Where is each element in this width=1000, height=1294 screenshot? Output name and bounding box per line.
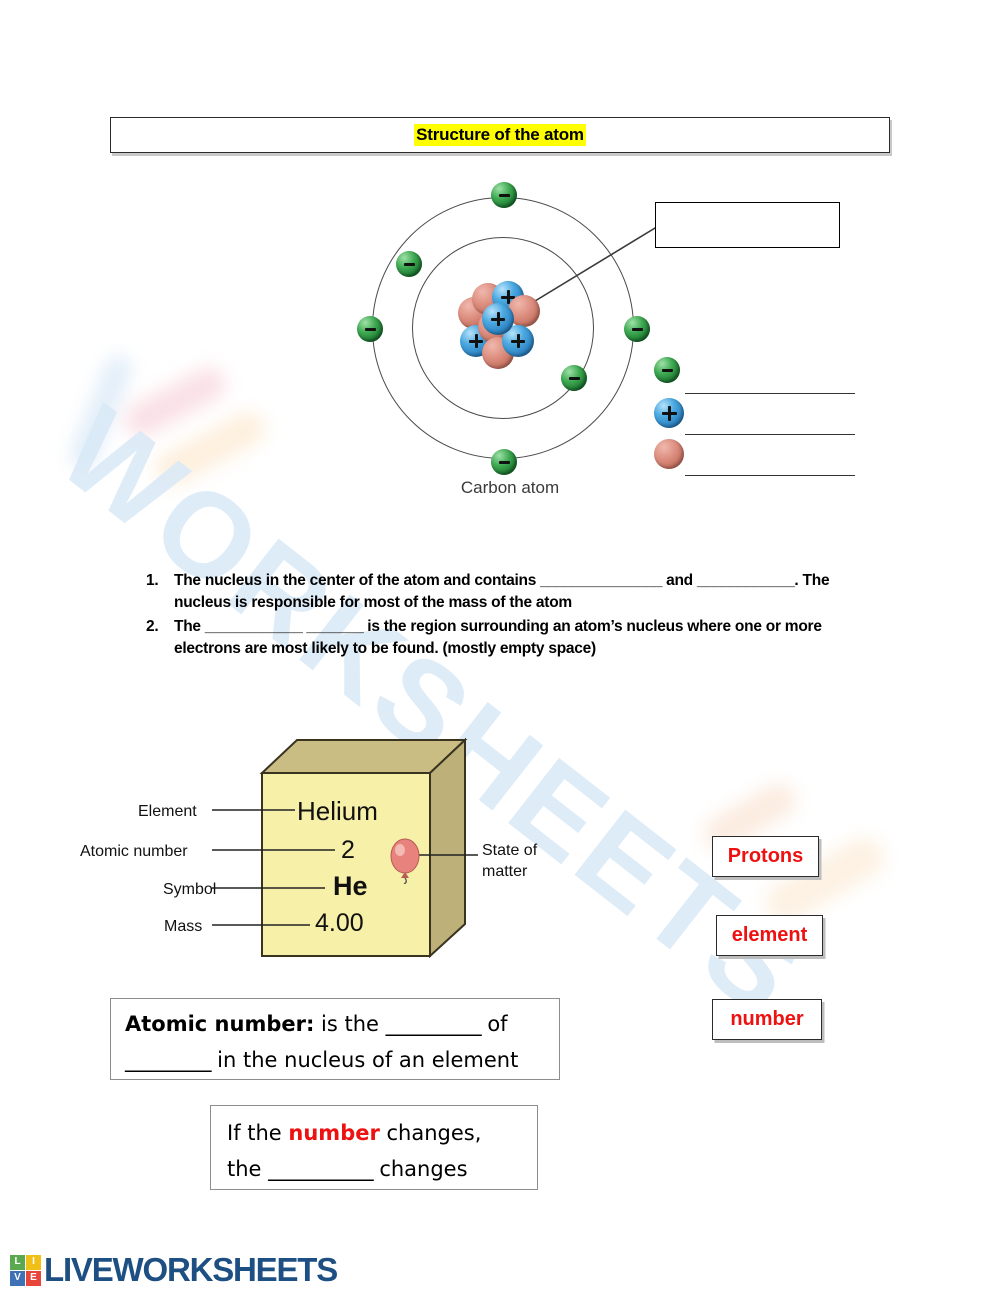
electron-icon (491, 182, 517, 208)
cube-label-element: Element (138, 803, 197, 820)
electron-icon (624, 316, 650, 342)
question-item: 2. The ____________ _______ is the regio… (146, 616, 886, 660)
liveworksheets-logo[interactable]: L I V E LIVEWORKSHEETS (10, 1251, 338, 1289)
element-symbol-value: He (333, 871, 368, 901)
if-line2-lead: the (227, 1157, 269, 1181)
cube-label-symbol: Symbol (163, 881, 217, 898)
nucleus-cluster (456, 281, 550, 375)
question-item: 1. The nucleus in the center of the atom… (146, 570, 886, 614)
atomic-number-value: 2 (341, 836, 355, 864)
if-blank[interactable]: ___________ (268, 1157, 373, 1181)
question-blank[interactable]: ____________ (204, 618, 303, 635)
atomic-number-term: Atomic number: (125, 1012, 315, 1036)
if-lead-text: If the (227, 1121, 289, 1145)
definition-blank-2[interactable]: _________ (125, 1048, 211, 1072)
word-bank-protons[interactable]: Protons (712, 836, 819, 877)
if-number-changes-box: If the number changes, the ___________ c… (210, 1105, 538, 1190)
carbon-atom-caption: Carbon atom (460, 478, 560, 497)
proton-answer-line[interactable] (685, 434, 855, 435)
state-line-2: matter (482, 863, 528, 880)
watermark-blob (66, 351, 136, 473)
neutron-answer-line[interactable] (685, 475, 855, 476)
if-mid-text: changes, (379, 1121, 482, 1145)
definition-text: in the nucleus of an element (210, 1048, 519, 1072)
question-text-part: is the region surrounding an atom’s nucl… (174, 618, 822, 657)
logo-wordmark: LIVEWORKSHEETS (44, 1251, 338, 1288)
legend-row-proton (650, 396, 865, 437)
element-cube-diagram: Element Atomic number Symbol Mass State … (80, 728, 590, 973)
definition-text: of (480, 1012, 508, 1036)
watermark-blob (149, 405, 271, 493)
carbon-atom-diagram (357, 182, 660, 485)
question-text-part: The nucleus in the center of the atom an… (174, 572, 541, 589)
neutron-icon (654, 439, 684, 469)
question-blank[interactable]: ____________ (696, 572, 795, 589)
question-blank[interactable]: _______________ (540, 572, 663, 589)
page-title: Structure of the atom (414, 124, 586, 146)
question-number: 1. (146, 572, 159, 589)
question-text-part: and (662, 572, 697, 589)
definition-line-2: _________ in the nucleus of an element (125, 1042, 545, 1078)
cube-shape (212, 737, 478, 959)
cube-label-mass: Mass (164, 918, 203, 935)
legend-row-neutron (650, 437, 865, 478)
question-text: The nucleus in the center of the atom an… (174, 570, 886, 614)
nucleus-answer-input[interactable] (655, 202, 840, 248)
proton-icon (482, 303, 514, 335)
state-line-1: State of (482, 842, 538, 859)
atomic-number-definition-box: Atomic number: is the __________ of ____… (110, 998, 560, 1080)
question-blank[interactable]: _______ (306, 618, 364, 635)
worksheet-title-box: Structure of the atom (110, 117, 890, 153)
inner-electron-shell (412, 237, 594, 419)
question-number: 2. (146, 618, 159, 635)
question-list: 1. The nucleus in the center of the atom… (146, 570, 886, 662)
logo-tile-v: V (10, 1270, 25, 1286)
definition-blank-1[interactable]: __________ (385, 1012, 482, 1036)
question-text: The ____________ _______ is the region s… (174, 616, 886, 660)
word-bank-element[interactable]: element (716, 915, 823, 956)
proton-icon (654, 398, 684, 428)
element-name-value: Helium (297, 796, 378, 826)
electron-answer-line[interactable] (685, 393, 855, 394)
electron-icon (561, 365, 587, 391)
logo-tile-e: E (26, 1270, 41, 1286)
particle-key-legend (650, 355, 865, 478)
word-bank-number[interactable]: number (712, 999, 822, 1040)
logo-tile-l: L (10, 1254, 25, 1270)
if-line-2: the ___________ changes (227, 1151, 521, 1187)
electron-icon (396, 251, 422, 277)
cube-label-state-of-matter: State of matter (482, 840, 567, 882)
balloon-icon (390, 838, 420, 884)
electron-icon (654, 357, 680, 383)
question-text-part: The (174, 618, 205, 635)
question-text-part: . The nucleus is responsible for most of… (174, 572, 830, 611)
electron-icon (357, 316, 383, 342)
logo-tiles: L I V E (10, 1254, 41, 1286)
definition-text: is the (314, 1012, 386, 1036)
legend-row-electron (650, 355, 865, 396)
atomic-mass-value: 4.00 (315, 909, 364, 937)
logo-tile-i: I (26, 1254, 41, 1270)
if-red-word: number (288, 1121, 380, 1145)
electron-icon (491, 449, 517, 475)
watermark-blob (118, 361, 232, 443)
cube-label-atomic-number: Atomic number (80, 843, 188, 860)
if-line2-tail: changes (372, 1157, 468, 1181)
